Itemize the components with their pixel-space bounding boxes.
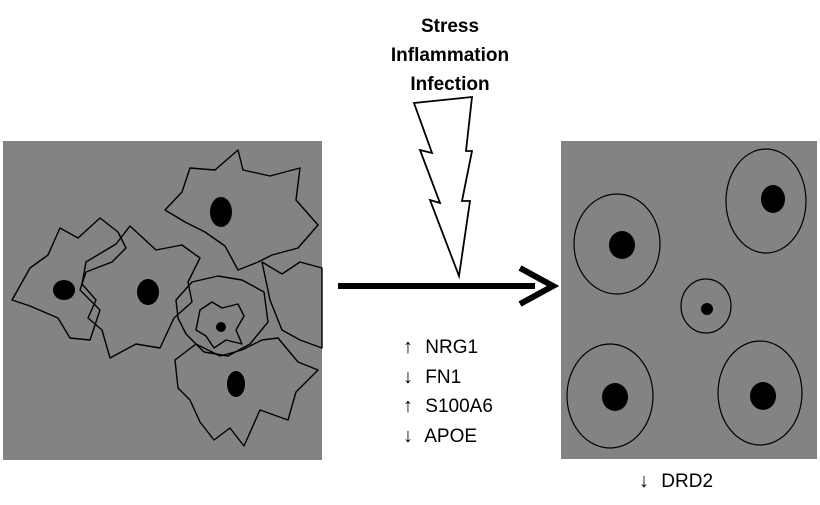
down-arrow-icon: ↓ xyxy=(403,365,413,388)
gene-change-drd2: ↓ DRD2 xyxy=(632,468,713,495)
cell-outline xyxy=(174,337,319,447)
gene-name: APOE xyxy=(424,425,478,447)
stimulus-infection: Infection xyxy=(410,74,490,95)
normal-cells-panel xyxy=(3,141,323,460)
cell-outline xyxy=(573,193,661,295)
cell-nucleus xyxy=(216,322,226,332)
normal-panel-background xyxy=(3,141,322,460)
reactive-cells-panel xyxy=(561,141,817,459)
up-arrow-icon: ↑ xyxy=(403,395,413,417)
cell-outline xyxy=(261,261,323,349)
gene-change-list: ↑ NRG1 ↓ FN1 ↑ S100A6 ↓ APOE xyxy=(396,333,493,451)
cell-outline xyxy=(717,340,803,446)
cell-outline xyxy=(11,217,127,341)
gene-name: DRD2 xyxy=(661,471,714,492)
stimulus-stress: Stress xyxy=(420,16,480,37)
cell-nucleus xyxy=(602,383,628,411)
gene-change-nrg1: ↑ NRG1 xyxy=(396,333,493,363)
cell-nucleus xyxy=(210,197,232,227)
lightning-bolt-icon xyxy=(412,95,474,280)
down-arrow-icon: ↓ xyxy=(403,424,413,447)
cell-outline xyxy=(566,343,654,449)
cell-nucleus xyxy=(750,382,776,410)
up-arrow-icon: ↑ xyxy=(403,336,413,358)
cell-nucleus xyxy=(609,231,635,259)
cell-nucleus xyxy=(701,303,713,315)
stimulus-inflammation: Inflammation xyxy=(390,45,510,66)
cell-nucleus xyxy=(227,371,245,397)
cell-nucleus xyxy=(137,279,159,305)
cell-nucleus xyxy=(53,280,75,300)
cell-outline xyxy=(725,148,807,254)
gene-name: FN1 xyxy=(425,366,462,388)
cell-outline xyxy=(195,301,245,349)
cell-outline xyxy=(81,225,201,359)
gene-name: NRG1 xyxy=(425,337,479,358)
cell-outline xyxy=(680,278,732,334)
gene-name: S100A6 xyxy=(425,396,493,417)
gene-change-s100a6: ↑ S100A6 xyxy=(396,392,493,422)
gene-change-fn1: ↓ FN1 xyxy=(396,363,493,393)
stimulus-labels: Stress Inflammation Infection xyxy=(360,12,540,99)
cell-nucleus xyxy=(761,185,785,213)
cell-outline xyxy=(164,149,319,271)
gene-change-apoe: ↓ APOE xyxy=(396,422,493,452)
down-arrow-icon: ↓ xyxy=(639,470,649,492)
right-arrow-icon xyxy=(338,265,560,307)
cell-outline xyxy=(175,275,269,357)
